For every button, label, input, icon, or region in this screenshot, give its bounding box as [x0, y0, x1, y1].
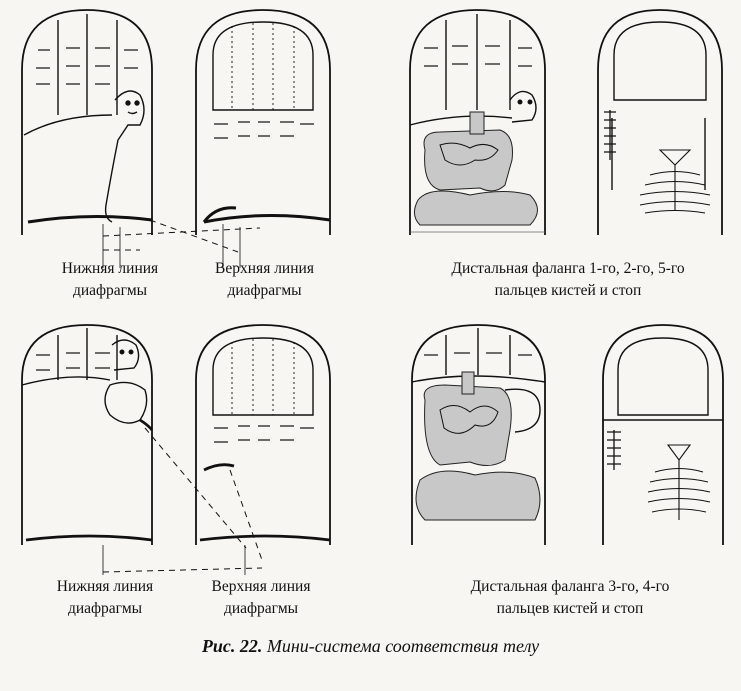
finger-top-4 [597, 9, 723, 235]
finger-top-2 [195, 9, 331, 268]
finger-bottom-4 [602, 324, 724, 545]
figure-title: Мини-система соответствия телу [266, 636, 540, 656]
top-leaders [102, 219, 261, 253]
figure-caption: Рис. 22. Мини-система соответствия телу [0, 636, 741, 657]
figure-number: Рис. 22. [201, 636, 263, 656]
finger-bottom-3 [411, 324, 546, 545]
finger-bottom-2 [195, 324, 331, 575]
bottom-leaders [102, 427, 263, 573]
finger-top-1 [21, 9, 153, 268]
finger-top-3 [409, 9, 546, 235]
finger-bottom-1 [21, 324, 154, 575]
